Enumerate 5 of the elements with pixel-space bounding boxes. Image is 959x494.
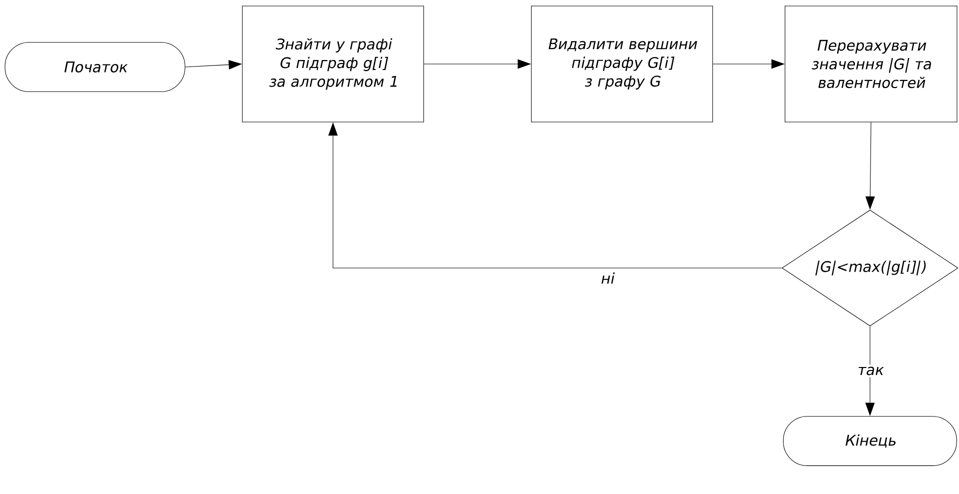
edge-label: так bbox=[854, 364, 886, 378]
process-box: Знайти у графі G підграф g[i] за алгоритмом 1 bbox=[242, 6, 424, 122]
process-box: Видалити вершини підграфу G[i] з графу G bbox=[531, 6, 713, 122]
edge-label: ні bbox=[598, 270, 616, 286]
process-box: Перерахувати значення |G| та валентностей bbox=[784, 6, 958, 122]
